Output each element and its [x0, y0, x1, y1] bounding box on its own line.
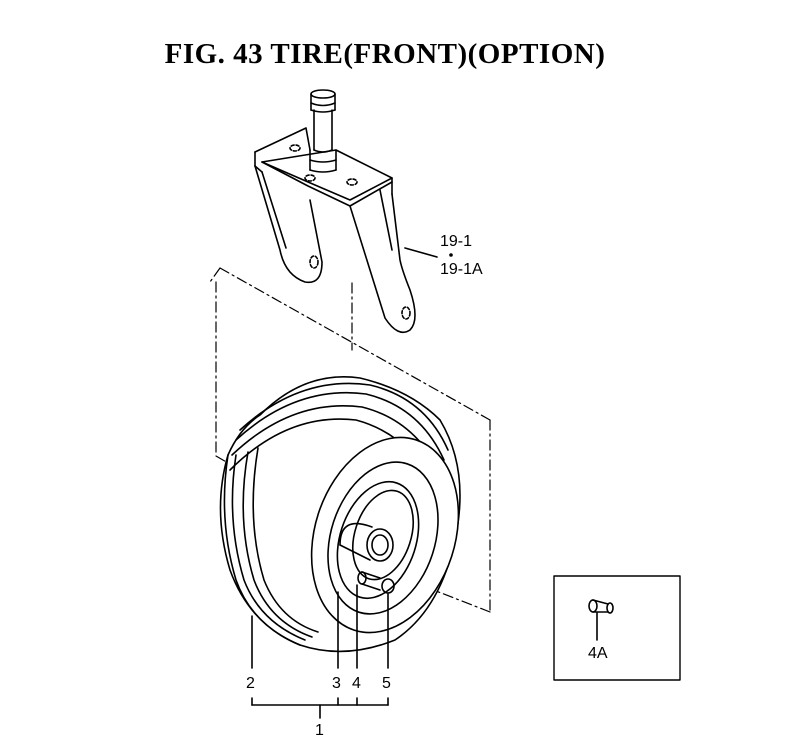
- label-19-1: 19-1: [440, 233, 472, 250]
- label-4: 4: [352, 675, 361, 692]
- valve-stem: [357, 571, 395, 594]
- tire-wheel-assembly: [219, 376, 461, 719]
- spindle-shaft: [309, 89, 337, 173]
- label-5: 5: [382, 675, 391, 692]
- label-3: 3: [332, 675, 341, 692]
- label-19-1a: 19-1A: [440, 261, 483, 278]
- label-1: 1: [315, 722, 324, 739]
- front-fork: [254, 89, 438, 334]
- label-2: 2: [246, 675, 255, 692]
- label-4a: 4A: [588, 645, 608, 662]
- inset-valve-4a: [553, 575, 681, 681]
- page-title: FIG. 43 TIRE(FRONT)(OPTION): [164, 38, 606, 70]
- label-separator-dot: [449, 253, 453, 257]
